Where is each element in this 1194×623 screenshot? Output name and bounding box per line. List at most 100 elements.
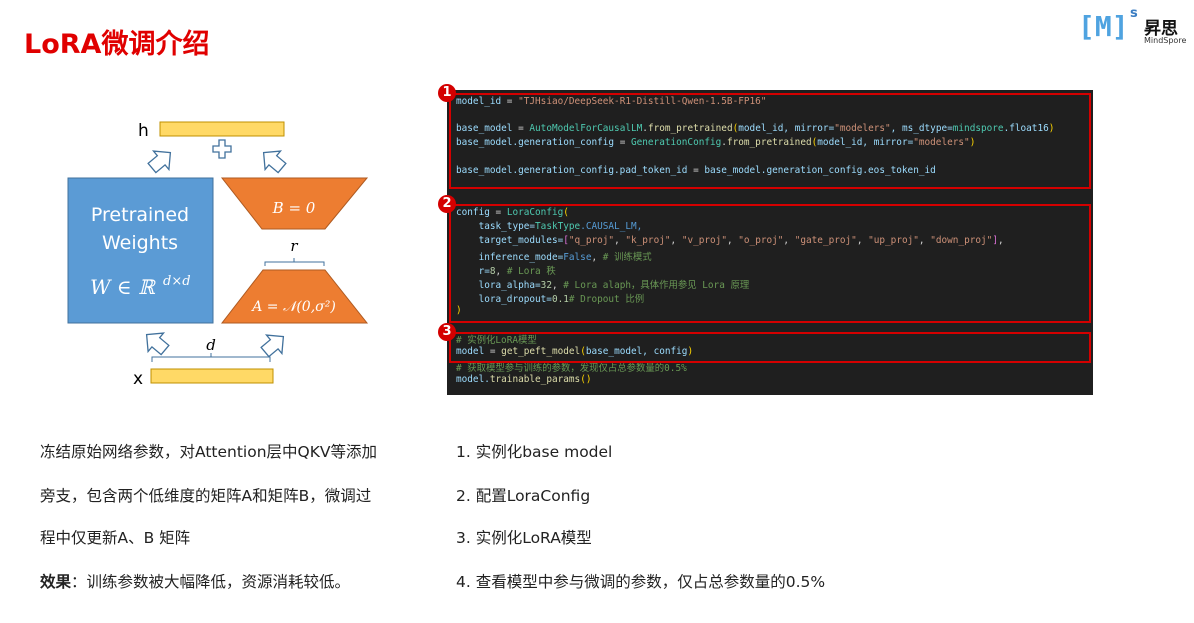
code-token: base_model.generation_config bbox=[456, 137, 615, 148]
code-token: 32 bbox=[540, 280, 552, 291]
code-token: base_model.generation_config.pad_token_i… bbox=[456, 165, 688, 176]
code-line: # 获取模型参与训练的参数，发现仅占总参数量的0.5% bbox=[456, 360, 687, 374]
code-token: "down_proj" bbox=[930, 235, 993, 246]
code-line: lora_alpha=32, # Lora alaph，具体作用参见 Lora … bbox=[456, 277, 750, 291]
step-badge-3: 3 bbox=[438, 323, 456, 341]
code-token: AutoModelForCausalLM bbox=[529, 123, 643, 134]
code-token: , bbox=[670, 235, 682, 246]
r-brace bbox=[264, 258, 325, 266]
code-line: ) bbox=[456, 305, 462, 316]
code-token: # Lora 秩 bbox=[506, 266, 556, 277]
code-token: r= bbox=[456, 266, 490, 277]
lora-diagram: h Pretrained Weights W ∈ ℝ d×d B = 0 A =… bbox=[67, 121, 369, 389]
description-line-2: 旁支，包含两个低维度的矩阵A和矩阵B，微调过 bbox=[40, 487, 372, 505]
x-label: x bbox=[133, 369, 143, 389]
highlight-box-1 bbox=[449, 93, 1091, 189]
h-vector bbox=[159, 121, 285, 137]
code-token: = bbox=[512, 123, 530, 134]
code-token: , bbox=[551, 280, 564, 291]
code-token: # Lora alaph，具体作用参见 Lora 原理 bbox=[563, 280, 750, 291]
code-token: GenerationConfig bbox=[630, 137, 722, 148]
matrix-a bbox=[220, 269, 369, 324]
code-token: , bbox=[997, 235, 1004, 246]
effect-label: 效果 bbox=[40, 573, 72, 591]
code-token: = bbox=[687, 165, 705, 176]
code-token: base_model.generation_config.eos_token_i… bbox=[704, 165, 936, 176]
code-token: ) bbox=[1048, 123, 1055, 134]
step-3: 3. 实例化LoRA模型 bbox=[456, 529, 592, 547]
code-token: .CAUSAL_LM, bbox=[580, 221, 643, 232]
code-token: , bbox=[495, 266, 507, 277]
code-token: = bbox=[614, 137, 631, 148]
code-token: from_pretrained bbox=[726, 137, 812, 148]
logo-sup: s bbox=[1130, 6, 1138, 21]
code-token: from_pretrained bbox=[647, 123, 733, 134]
code-token: lora_alpha= bbox=[456, 280, 541, 291]
code-line: model = get_peft_model(base_model, confi… bbox=[456, 346, 693, 357]
code-token: "gate_proj" bbox=[794, 235, 857, 246]
pretrained-weights-block bbox=[67, 177, 214, 324]
code-token: TaskType bbox=[535, 221, 581, 232]
code-token: , bbox=[783, 235, 795, 246]
code-token: # 获取模型参与训练的参数，发现仅占总参数量的0.5% bbox=[456, 363, 687, 374]
code-line: lora_dropout=0.1# Dropout 比例 bbox=[456, 291, 645, 305]
code-token: "q_proj" bbox=[568, 235, 615, 246]
code-token: () bbox=[580, 374, 592, 385]
step-4: 4. 查看模型中参与微调的参数，仅占总参数量的0.5% bbox=[456, 573, 826, 591]
code-token: [ bbox=[563, 235, 569, 246]
code-token: target_modules= bbox=[456, 235, 564, 246]
code-token: model bbox=[456, 346, 485, 357]
code-token: "modelers" bbox=[834, 123, 891, 134]
code-token: "v_proj" bbox=[681, 235, 727, 246]
mindspore-logo: [M] s 昇思 MindSpore bbox=[1078, 6, 1188, 46]
code-token: base_model bbox=[456, 123, 513, 134]
highlight-box-2 bbox=[449, 204, 1091, 323]
code-line: inference_mode=False, # 训练模式 bbox=[456, 249, 652, 263]
description-line-3: 程中仅更新A、B 矩阵 bbox=[40, 529, 191, 547]
code-token: , bbox=[918, 235, 931, 246]
code-token: "TJHsiao/DeepSeek-R1-Distill-Qwen-1.5B-F… bbox=[518, 96, 767, 107]
code-token: task_type= bbox=[456, 221, 536, 232]
code-token: ( bbox=[811, 137, 818, 148]
code-token: "k_proj" bbox=[625, 235, 671, 246]
code-token: LoraConfig bbox=[506, 207, 564, 218]
code-line: r=8, # Lora 秩 bbox=[456, 263, 556, 277]
code-token: "up_proj" bbox=[868, 235, 919, 246]
code-token: , bbox=[726, 235, 739, 246]
b-label: B = 0 bbox=[272, 199, 316, 217]
code-token: # 实例化LoRA模型 bbox=[456, 335, 537, 346]
code-line: task_type=TaskType.CAUSAL_LM, bbox=[456, 221, 643, 232]
d-brace bbox=[151, 353, 271, 362]
code-token: ( bbox=[580, 346, 586, 357]
code-token: , bbox=[614, 235, 626, 246]
code-token: ) bbox=[687, 346, 694, 357]
effect-text: ：训练参数被大幅降低，资源消耗较低。 bbox=[71, 573, 351, 591]
step-2: 2. 配置LoraConfig bbox=[456, 487, 591, 505]
code-line: config = LoraConfig( bbox=[456, 207, 569, 218]
code-token: get_peft_model bbox=[501, 346, 581, 357]
arrow-up-right-icon bbox=[256, 326, 292, 362]
code-line: model.trainable_params() bbox=[456, 374, 591, 385]
code-token: model_id bbox=[456, 96, 502, 107]
step-badge-1: 1 bbox=[438, 84, 456, 102]
code-token: . bbox=[721, 137, 727, 148]
d-label: d bbox=[206, 336, 216, 354]
code-token: inference_mode= bbox=[456, 252, 564, 263]
logo-en: MindSpore bbox=[1144, 36, 1187, 45]
w-formula: W ∈ ℝ bbox=[90, 275, 156, 299]
a-label: A = 𝒩(0,σ²) bbox=[250, 299, 336, 315]
code-token: model_id, mirror= bbox=[738, 123, 835, 134]
code-line: model_id = "TJHsiao/DeepSeek-R1-Distill-… bbox=[456, 96, 766, 107]
code-token: ( bbox=[732, 123, 739, 134]
arrow-up-left-icon bbox=[138, 324, 174, 360]
code-token: model_id, mirror= bbox=[817, 137, 914, 148]
code-token: , ms_dtype= bbox=[890, 123, 953, 134]
highlight-box-3 bbox=[449, 332, 1091, 363]
code-token: ( bbox=[563, 207, 569, 218]
step-1: 1. 实例化base model bbox=[456, 443, 613, 461]
h-label: h bbox=[138, 121, 149, 141]
code-token: # Dropout 比例 bbox=[568, 294, 645, 305]
code-token: , bbox=[591, 252, 603, 263]
code-token: 8 bbox=[489, 266, 496, 277]
w-formula-sup: d×d bbox=[163, 274, 191, 289]
